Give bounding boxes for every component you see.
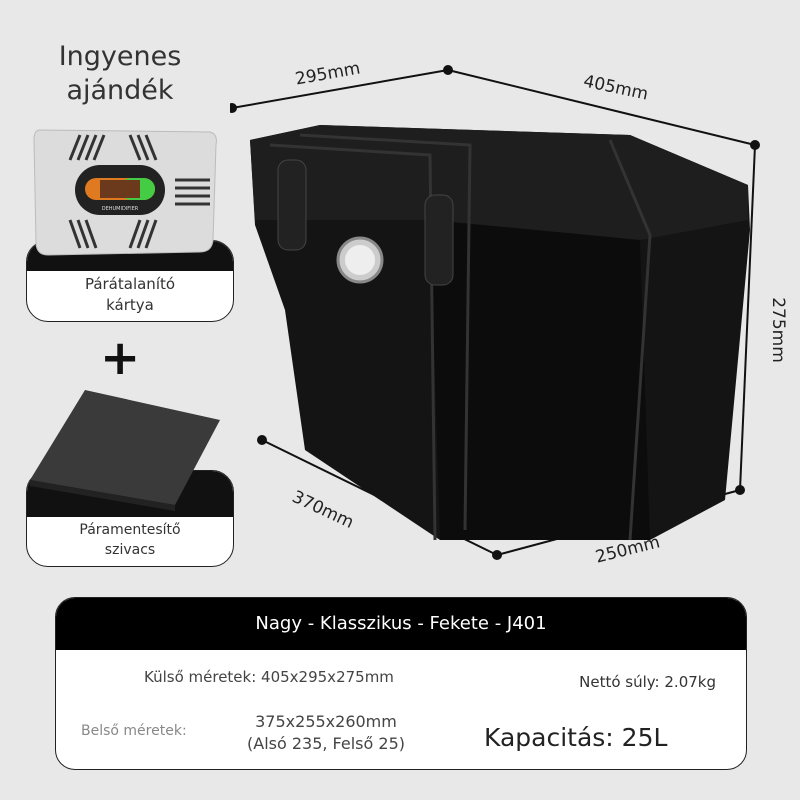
dehumidifier-image: DEHUMIDIFIER	[33, 129, 217, 256]
net-weight: Nettó súly: 2.07kg	[579, 673, 716, 691]
capacity: Kapacitás: 25L	[484, 723, 668, 752]
gift-title-line2: ajándék	[66, 75, 174, 106]
storage-box-image	[230, 65, 760, 560]
gift-title: Ingyenes ajándék	[20, 40, 220, 108]
inner-dimensions-split: (Alsó 235, Felső 25)	[247, 734, 405, 753]
plus-icon: +	[100, 330, 141, 386]
sponge-image	[30, 390, 220, 511]
sponge-label-1: Páramentesítő	[79, 522, 181, 538]
inner-dimensions-value: 375x255x260mm	[255, 712, 397, 731]
dehumidifier-device-text: DEHUMIDIFIER	[102, 206, 139, 212]
inner-dimensions-label: Belső méretek:	[81, 723, 187, 739]
outer-dimensions: Külső méretek: 405x295x275mm	[144, 668, 394, 686]
sponge-label-2: szivacs	[104, 542, 156, 558]
spec-panel: Nagy - Klasszikus - Fekete - J401 Külső …	[55, 597, 747, 770]
spec-title: Nagy - Klasszikus - Fekete - J401	[56, 598, 746, 650]
dehumidifier-label-2: kártya	[106, 296, 154, 314]
dehumidifier-label-1: Párátalanító	[84, 275, 176, 293]
dimension-height: 275mm	[767, 297, 788, 363]
gift-title-line1: Ingyenes	[58, 41, 182, 72]
